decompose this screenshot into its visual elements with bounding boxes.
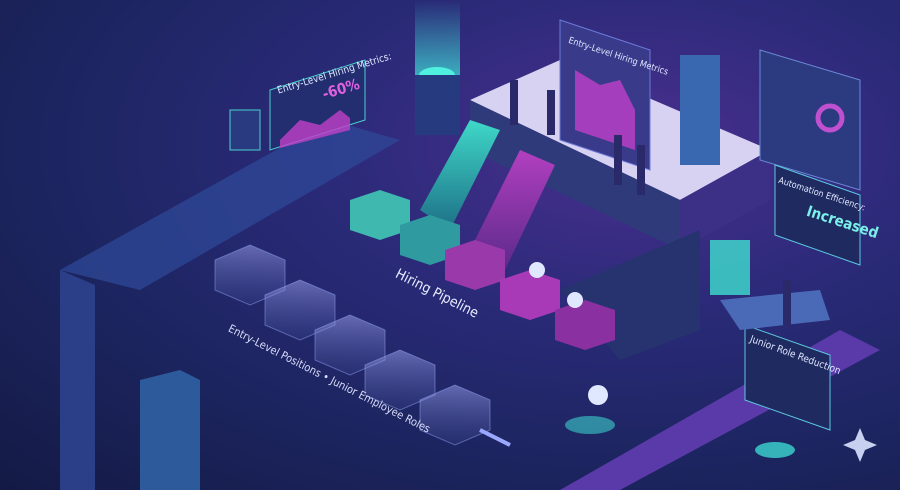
escalator-teal <box>420 120 500 230</box>
left-track <box>60 120 400 290</box>
arrow-icon <box>479 428 511 447</box>
automation-panel <box>774 164 861 266</box>
left-pillar <box>60 270 95 490</box>
people <box>510 80 791 325</box>
dashboard-panel <box>759 49 861 191</box>
right-pillar <box>680 55 720 165</box>
junior-panel <box>744 324 831 431</box>
robots <box>529 262 608 405</box>
glass-cubes <box>214 244 491 446</box>
sparkle-icon <box>843 428 877 462</box>
glowing-door <box>710 240 750 295</box>
right-track <box>560 330 880 490</box>
pipeline-cubes <box>350 190 615 350</box>
light-beam <box>415 0 460 80</box>
front-pillar <box>140 370 200 490</box>
escalator-magenta <box>470 150 555 270</box>
